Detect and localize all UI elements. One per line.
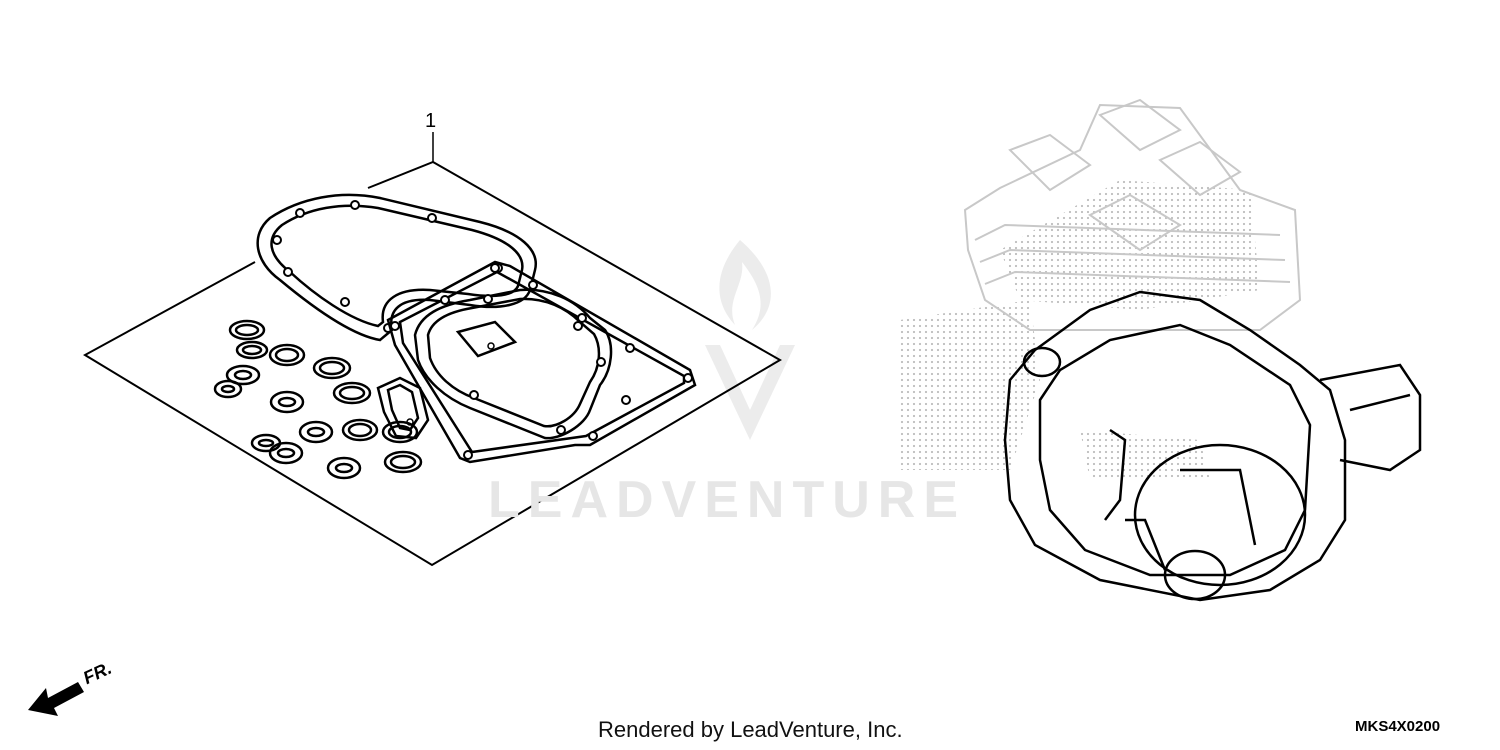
oil-pan-gasket-bolt-holes: [390, 263, 693, 460]
engine-stipple-upper: [1000, 180, 1260, 310]
engine-reference-drawing: [900, 98, 1422, 602]
engine-stipple-lower: [1080, 430, 1210, 480]
small-cover-gasket: [455, 320, 518, 358]
strainer-gasket: [376, 376, 430, 440]
front-direction-arrow-icon: [28, 682, 84, 716]
leadventure-watermark-text: LEADVENTURE: [488, 471, 967, 529]
gasket-kit-sheet: [82, 160, 782, 567]
leadventure-logo-watermark: [705, 240, 795, 440]
diagram-reference-code: MKS4X0200: [1355, 718, 1441, 735]
small-cover-bolt-hole: [487, 342, 495, 350]
o-ring-set: [213, 319, 423, 480]
cover-gasket-large-bolt-holes: [272, 200, 503, 333]
engine-stipple-side: [900, 300, 1040, 470]
rendered-by-credit: Rendered by LeadVenture, Inc.: [598, 717, 903, 742]
inner-cover-gasket: [413, 288, 613, 440]
inner-cover-gasket-bolt-holes: [469, 294, 606, 435]
callout-label-part-1[interactable]: 1: [425, 110, 437, 132]
